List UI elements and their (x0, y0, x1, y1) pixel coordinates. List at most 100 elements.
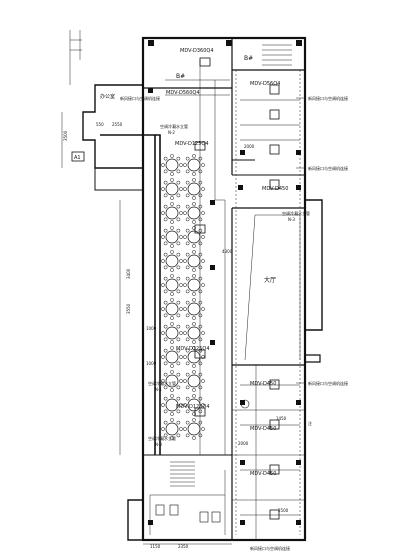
misc-markers: A1 注 (71, 44, 312, 523)
chair (185, 348, 190, 353)
chair (179, 187, 183, 191)
chair (176, 409, 181, 414)
chair (161, 427, 165, 431)
round-table (165, 398, 179, 412)
chair (179, 379, 183, 383)
round-table (165, 254, 179, 268)
round-table (165, 206, 179, 220)
chair (192, 370, 196, 374)
round-table (165, 158, 179, 172)
chair (198, 276, 203, 281)
chair (170, 364, 174, 368)
chair (198, 265, 203, 270)
chair (183, 259, 187, 263)
chair (176, 348, 181, 353)
chair (163, 156, 168, 161)
chair (170, 316, 174, 320)
chair (192, 172, 196, 176)
chair (163, 217, 168, 222)
chair (176, 420, 181, 425)
chair (198, 409, 203, 414)
chair (170, 412, 174, 416)
chair (176, 193, 181, 198)
round-table (187, 398, 201, 412)
callout-note: 空调冷凝水立管 (282, 210, 310, 216)
chair (192, 268, 196, 272)
dimension: 4300 (222, 249, 233, 254)
chair (185, 228, 190, 233)
chair (198, 193, 203, 198)
riser-tag: N-3 (155, 442, 162, 447)
chair (185, 180, 190, 185)
chair (179, 403, 183, 407)
chair (179, 283, 183, 287)
chair (192, 250, 196, 254)
chair (185, 372, 190, 377)
chair (176, 361, 181, 366)
chair (198, 337, 203, 342)
chair (183, 211, 187, 215)
chair (183, 307, 187, 311)
chair (176, 372, 181, 377)
unit-label: MDV-D125Q4 (175, 141, 209, 147)
chair (170, 250, 174, 254)
chair (163, 361, 168, 366)
chair (201, 331, 205, 335)
chair (185, 217, 190, 222)
chair (198, 217, 203, 222)
chair (163, 433, 168, 438)
chair (163, 300, 168, 305)
chair (185, 289, 190, 294)
chair (201, 355, 205, 359)
chair (198, 228, 203, 233)
chair (198, 313, 203, 318)
callout-note: 新风接口与空调机连接 (250, 545, 290, 551)
chair (163, 252, 168, 257)
chair (179, 163, 183, 167)
round-table (187, 158, 201, 172)
chair (176, 289, 181, 294)
chair (201, 379, 205, 383)
chair (198, 324, 203, 329)
chair (163, 180, 168, 185)
round-table (187, 326, 201, 340)
chair (161, 379, 165, 383)
callout-note: 新风接口与空调机连接 (308, 165, 348, 171)
chair (185, 265, 190, 270)
chair (179, 355, 183, 359)
dimension-labels: 3500 550 2550 3400 3550 1000 1000 4300 2… (61, 112, 289, 549)
chair (198, 241, 203, 246)
chair (185, 324, 190, 329)
chair (192, 394, 196, 398)
chair (163, 324, 168, 329)
chair (201, 283, 205, 287)
chair (161, 211, 165, 215)
room-label: B# (176, 73, 185, 80)
dimension: 2000 (238, 441, 249, 446)
chair (201, 163, 205, 167)
room-label: 大厅 (264, 276, 276, 284)
unit-label: MDV-D56Q4 (250, 81, 280, 87)
round-table (187, 206, 201, 220)
dimension: 1150 (150, 544, 161, 549)
unit-label: MDV-D360Q4 (180, 48, 214, 54)
chair (198, 169, 203, 174)
chair (161, 235, 165, 239)
chair (176, 324, 181, 329)
chair (192, 178, 196, 182)
callout-note: 空调冷凝水立管 (160, 123, 188, 129)
chair (170, 202, 174, 206)
dimension: 2000 (244, 144, 255, 149)
room-label: B# (244, 55, 253, 62)
dimension: 1450 (276, 416, 287, 421)
chair (198, 433, 203, 438)
chair (192, 388, 196, 392)
chair (192, 196, 196, 200)
chair (183, 331, 187, 335)
chair (176, 300, 181, 305)
chair (179, 211, 183, 215)
round-table (187, 278, 201, 292)
chair (185, 396, 190, 401)
chair (192, 364, 196, 368)
